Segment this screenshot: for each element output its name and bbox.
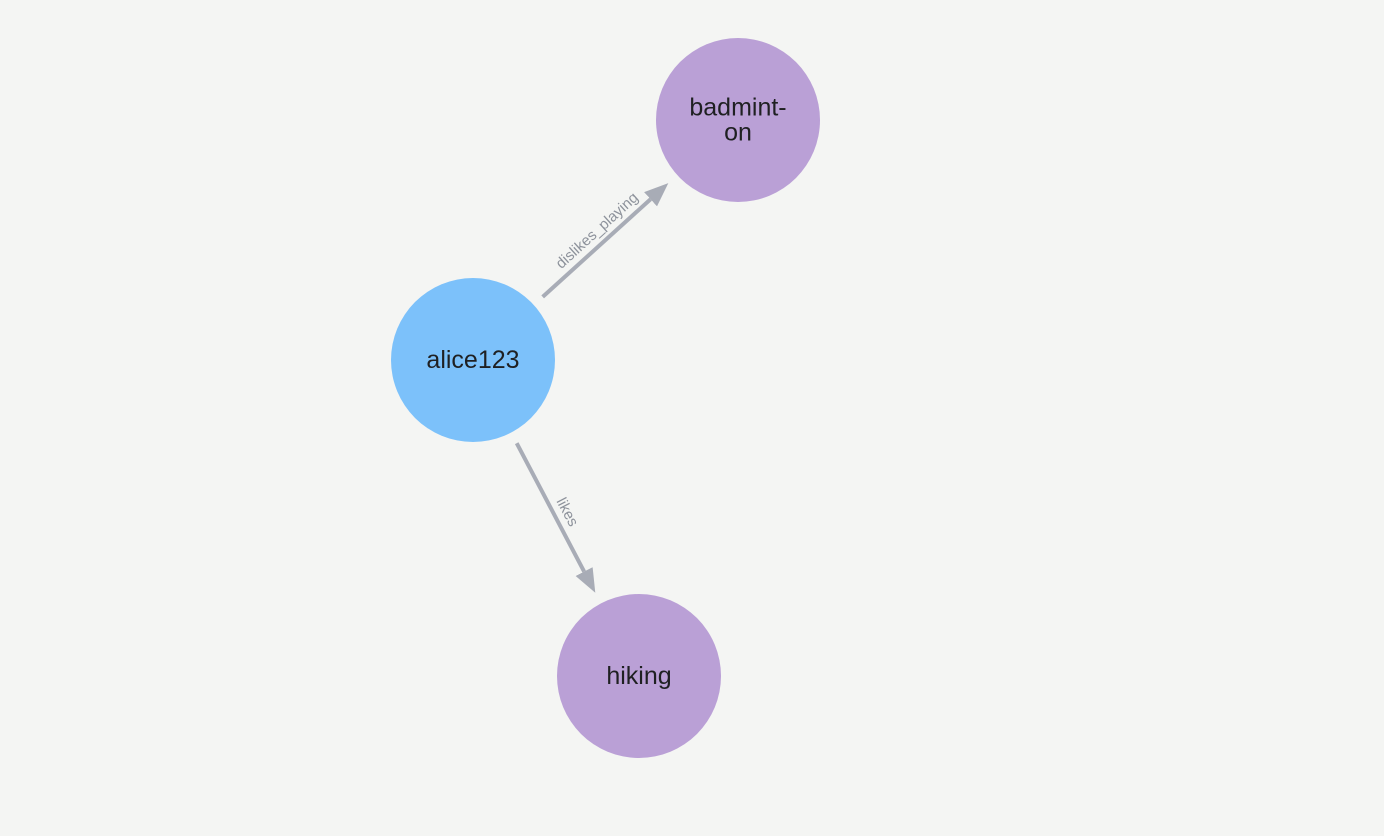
node-circle bbox=[557, 594, 721, 758]
graph-edge-dislikes_playing[interactable]: dislikes_playing bbox=[541, 183, 669, 299]
edge-arrow-line bbox=[514, 442, 596, 593]
graph-node-badminton[interactable]: badmint-on bbox=[656, 38, 820, 202]
node-label: badmint-on bbox=[689, 94, 786, 147]
edge-label: dislikes_playing bbox=[552, 189, 641, 272]
node-label: hiking bbox=[606, 662, 671, 690]
graph-edge-likes[interactable]: likes bbox=[514, 442, 596, 593]
edge-label: likes bbox=[553, 495, 582, 529]
edge-arrow-line bbox=[541, 183, 669, 299]
node-circle bbox=[391, 278, 555, 442]
graph-node-alice123[interactable]: alice123 bbox=[391, 278, 555, 442]
graph-node-hiking[interactable]: hiking bbox=[557, 594, 721, 758]
node-label: alice123 bbox=[426, 346, 519, 374]
nodes-layer: alice123 badmint-on hiking bbox=[391, 38, 820, 758]
node-circle bbox=[656, 38, 820, 202]
